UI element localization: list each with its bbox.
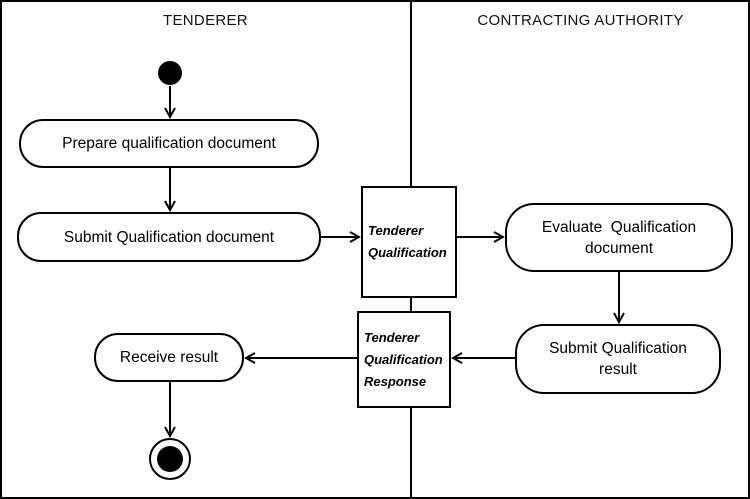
submit-document-activity-label: Submit Qualification document <box>63 228 275 246</box>
submit-qualification-result-activity: Submit Qualification result <box>516 325 720 393</box>
initial-node <box>158 61 182 85</box>
prepare-activity-label: Prepare qualification document <box>62 135 276 152</box>
evaluate-activity-label-line1: Evaluate Qualification <box>541 218 697 236</box>
response-object-label-line3: Response <box>364 373 427 389</box>
qualification-object-shape <box>361 186 457 298</box>
submit-result-activity-label-line2: result <box>599 361 637 378</box>
tenderer-qualification-object: Tenderer Qualification <box>362 187 456 297</box>
evaluate-qualification-document-activity: Evaluate Qualification document <box>506 204 732 271</box>
response-object-label-line1: Tenderer <box>364 329 420 345</box>
receive-activity-label: Receive result <box>119 349 219 366</box>
qualification-object-label-line1: Tenderer <box>368 223 424 238</box>
prepare-qualification-document-activity: Prepare qualification document <box>20 120 318 167</box>
tenderer-qualification-response-object: Tenderer Qualification Response <box>358 312 450 407</box>
submit-qualification-document-activity: Submit Qualification document <box>18 213 320 261</box>
contracting-authority-lane-title: CONTRACTING AUTHORITY <box>477 12 684 29</box>
tenderer-lane-title: TENDERER <box>163 12 248 29</box>
submit-result-activity-label-line1: Submit Qualification <box>549 340 687 357</box>
final-node-core <box>157 446 183 472</box>
evaluate-activity-label-line2: document <box>584 239 654 257</box>
response-object-label-line2: Qualification <box>364 351 443 367</box>
qualification-object-label-line2: Qualification <box>368 245 447 260</box>
response-object-shape <box>357 311 451 408</box>
receive-result-activity: Receive result <box>95 334 243 381</box>
